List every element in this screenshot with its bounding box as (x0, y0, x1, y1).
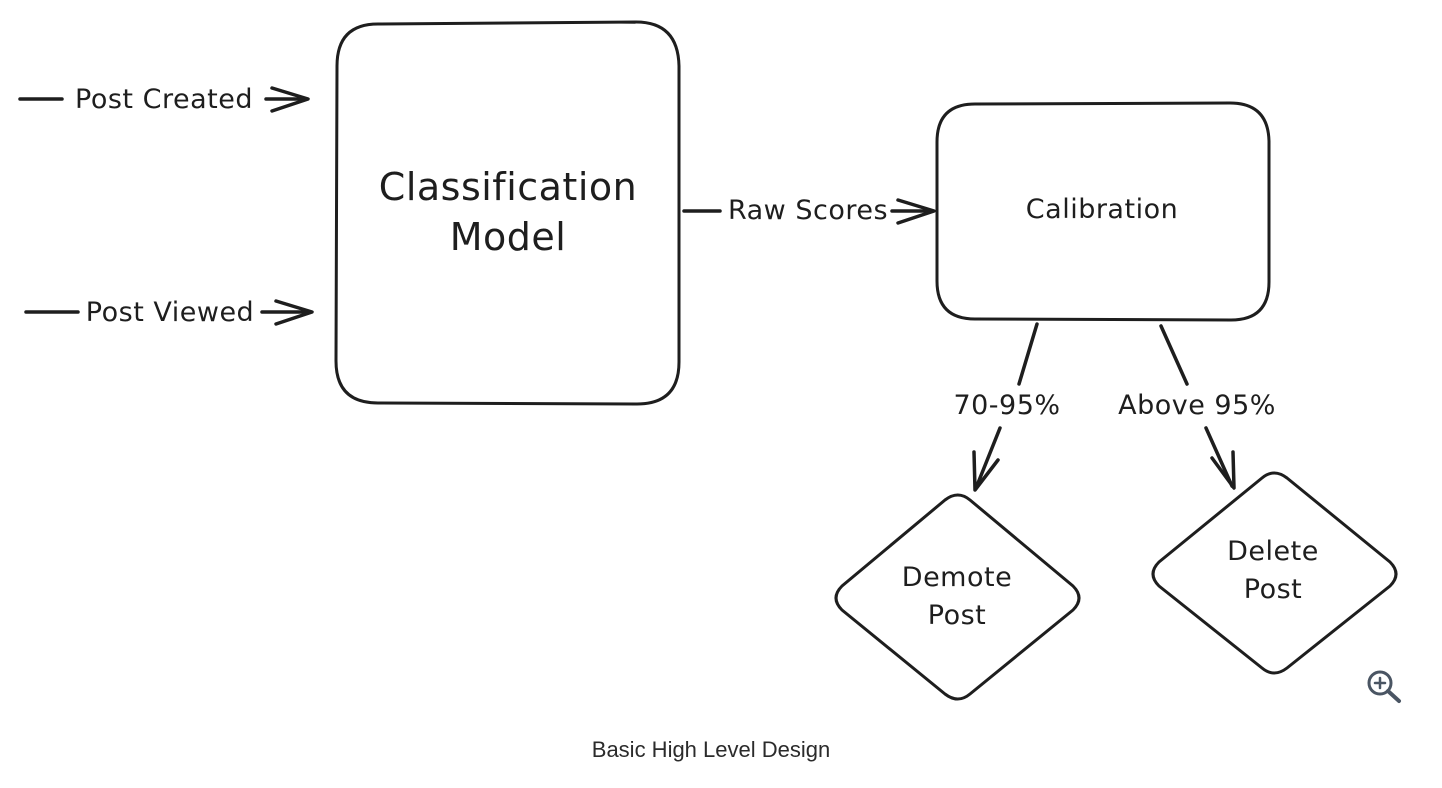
calibration-node: Calibration (935, 101, 1271, 322)
post-created-label: Post Created (75, 84, 253, 115)
classification-model-node: Classification Model (334, 20, 681, 406)
delete-post-node: Delete Post (1151, 471, 1398, 675)
range-high-edge: Above 95% (1118, 324, 1276, 490)
post-viewed-edge: Post Viewed (24, 297, 314, 328)
demote-post-label-line2: Post (928, 600, 987, 631)
post-created-edge: Post Created (18, 84, 310, 115)
raw-scores-label: Raw Scores (728, 195, 888, 226)
range-mid-edge: 70-95% (953, 322, 1060, 492)
delete-post-label-line2: Post (1244, 574, 1303, 605)
classification-model-label-line2: Model (450, 215, 567, 259)
demote-post-node: Demote Post (834, 493, 1081, 701)
raw-scores-edge: Raw Scores (682, 195, 936, 226)
zoom-in-button[interactable] (1364, 668, 1404, 704)
figure-caption: Basic High Level Design (591, 737, 831, 762)
delete-post-label-line1: Delete (1227, 536, 1319, 567)
classification-model-label-line1: Classification (379, 165, 637, 209)
post-viewed-label: Post Viewed (86, 297, 254, 328)
demote-post-label-line1: Demote (902, 562, 1012, 593)
range-mid-label: 70-95% (953, 390, 1060, 421)
range-high-label: Above 95% (1118, 390, 1276, 421)
zoom-in-icon (1367, 670, 1401, 703)
calibration-label: Calibration (1026, 194, 1178, 225)
